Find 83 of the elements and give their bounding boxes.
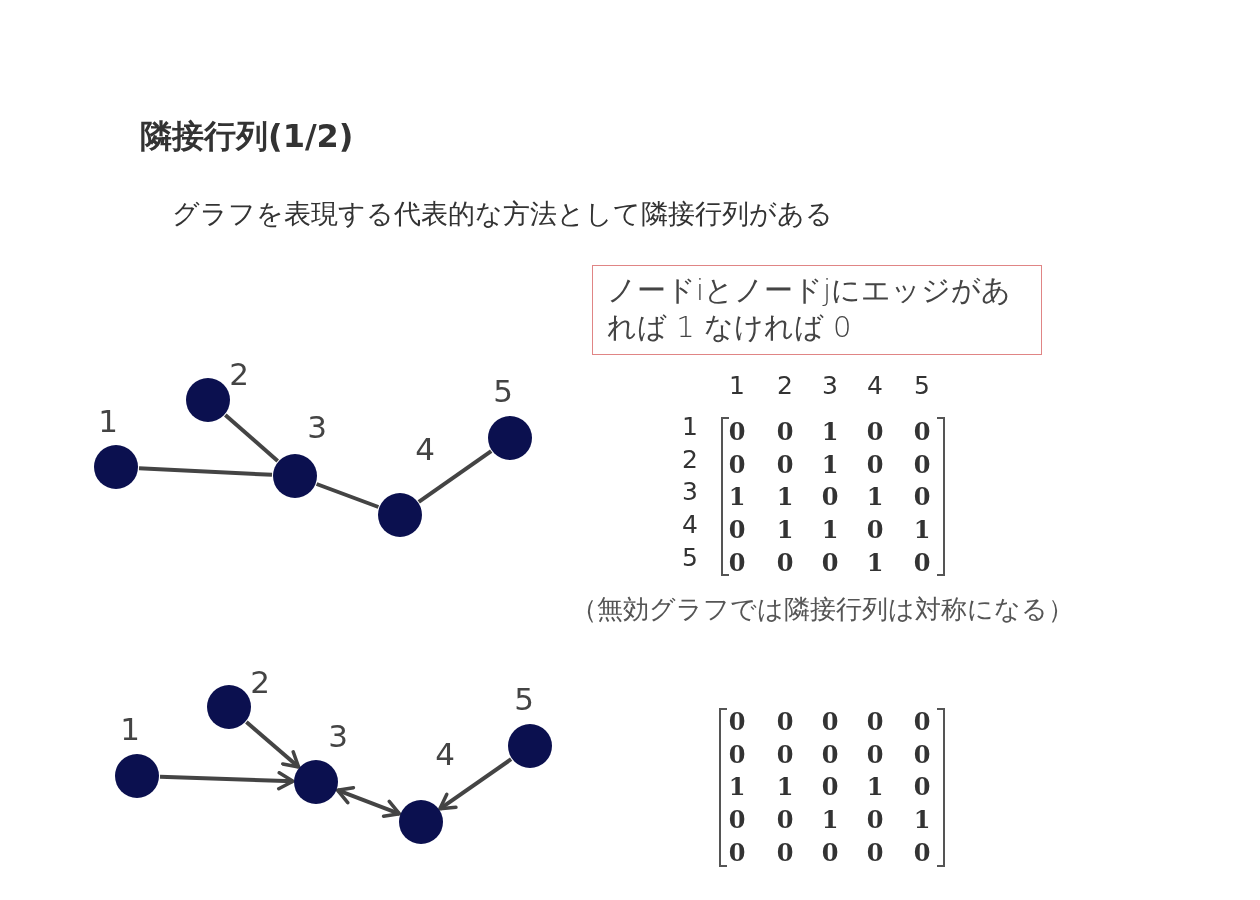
matrix-entry: 1	[728, 773, 746, 801]
matrix-entry: 0	[821, 741, 839, 769]
matrix-entry: 0	[913, 451, 931, 479]
node-number: 1	[98, 404, 118, 440]
matrix-entry: 1	[913, 516, 931, 544]
matrix-entry: 0	[913, 708, 931, 736]
matrix-entry: 1	[821, 806, 839, 834]
matrix-entry: 0	[913, 741, 931, 769]
arrow	[438, 757, 513, 811]
arrow	[159, 771, 295, 791]
matrix-entry: 1	[866, 773, 884, 801]
matrix-entry: 1	[821, 418, 839, 446]
column-number: 1	[729, 371, 745, 401]
note-box	[592, 265, 1042, 355]
node-number: 2	[229, 357, 249, 393]
row-number: 1	[682, 412, 698, 442]
row-number: 4	[682, 510, 698, 540]
column-number: 4	[867, 371, 883, 401]
matrix-entry: 0	[821, 773, 839, 801]
matrix-entry: 0	[821, 549, 839, 577]
row-number: 2	[682, 445, 698, 475]
matrix-entry: 0	[913, 839, 931, 867]
matrix-entry: 0	[776, 806, 794, 834]
matrix-entry: 1	[821, 451, 839, 479]
matrix-entry: 0	[866, 418, 884, 446]
matrix-entry: 1	[913, 806, 931, 834]
column-number: 5	[914, 371, 930, 401]
matrix-entry: 1	[776, 773, 794, 801]
matrix-entry: 0	[776, 839, 794, 867]
row-number: 3	[682, 477, 698, 507]
matrix-entry: 0	[776, 741, 794, 769]
double-arrow	[335, 785, 402, 819]
matrix-entry: 1	[866, 549, 884, 577]
matrix-entry: 1	[866, 483, 884, 511]
matrix-entry: 0	[728, 549, 746, 577]
matrix-entry: 0	[866, 839, 884, 867]
matrix-entry: 0	[866, 806, 884, 834]
connector-line	[224, 413, 279, 463]
box-text: ノードiとノードjにエッジがあれば 1 なければ 0	[607, 272, 1013, 346]
subtitle-text: グラフを表現する代表的な方法として隣接行列がある	[172, 198, 833, 230]
node-number: 5	[514, 682, 534, 718]
node-number: 3	[328, 719, 348, 755]
matrix-entry: 0	[728, 839, 746, 867]
matrix-entry: 0	[728, 741, 746, 769]
matrix-entry: 0	[776, 708, 794, 736]
matrix-entry: 1	[776, 483, 794, 511]
node-number: 4	[435, 737, 455, 773]
matrix-entry: 0	[821, 839, 839, 867]
matrix-entry: 0	[866, 516, 884, 544]
matrix-entry: 0	[913, 549, 931, 577]
slide-title: 隣接行列(1/2)	[140, 118, 354, 155]
matrix-entry: 0	[821, 483, 839, 511]
matrix-entry: 0	[728, 418, 746, 446]
matrix-entry: 1	[776, 516, 794, 544]
node-number: 5	[493, 374, 513, 410]
matrix-entry: 0	[728, 451, 746, 479]
node-number: 2	[250, 665, 270, 701]
column-number: 2	[777, 371, 793, 401]
matrix-entry: 0	[913, 418, 931, 446]
matrix-entry: 1	[728, 483, 746, 511]
matrix-entry: 0	[913, 773, 931, 801]
matrix-entry: 0	[913, 483, 931, 511]
arrow	[245, 720, 301, 769]
matrix-entry: 0	[776, 549, 794, 577]
matrix-entry: 1	[821, 516, 839, 544]
node-number: 3	[307, 410, 327, 446]
row-number: 5	[682, 543, 698, 573]
matrix-entry: 0	[776, 451, 794, 479]
matrix-entry: 0	[728, 516, 746, 544]
note-text: （無効グラフでは隣接行列は対称になる）	[570, 595, 1074, 625]
matrix-entry: 0	[728, 708, 746, 736]
matrix-entry: 0	[866, 451, 884, 479]
node-number: 4	[415, 432, 435, 468]
column-number: 3	[822, 371, 838, 401]
matrix-entry: 0	[866, 708, 884, 736]
connector-line	[315, 482, 380, 509]
node-number: 1	[120, 712, 140, 748]
matrix-entry: 0	[866, 741, 884, 769]
connector-line	[417, 449, 493, 504]
matrix-entry: 0	[776, 418, 794, 446]
connector-line	[138, 466, 273, 477]
matrix-entry: 0	[728, 806, 746, 834]
matrix-entry: 0	[821, 708, 839, 736]
